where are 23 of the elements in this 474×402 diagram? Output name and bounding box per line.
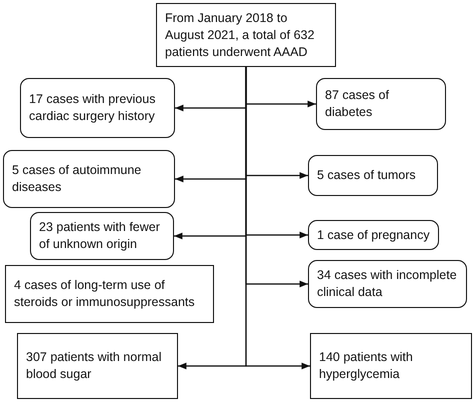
process-box: [308, 220, 439, 250]
box-text: From January 2018 to August 2021, a total of 632 patients underwent AAAD: [165, 10, 316, 60]
box-text: 307 patients with normal blood sugar: [26, 349, 162, 383]
process-box: [17, 333, 178, 399]
process-box: [310, 333, 472, 399]
process-box: [3, 150, 175, 208]
box-text: 5 cases of tumors: [317, 167, 416, 184]
box-text: 87 cases of diabetes: [325, 87, 390, 121]
process-box: [5, 265, 214, 323]
process-box: [156, 3, 336, 67]
process-box: [316, 78, 446, 130]
box-text: 4 cases of long-term use of steroids or immunosuppressants: [14, 277, 196, 311]
process-box: [308, 155, 438, 196]
arrow: [245, 67, 310, 370]
box-text: 34 cases with incomplete clinical data: [317, 267, 458, 301]
process-box: [30, 212, 174, 260]
box-text: 140 patients with hyperglycemia: [319, 349, 414, 383]
box-text: 1 case of pregnancy: [317, 226, 430, 244]
process-box: [20, 78, 175, 138]
box-text: 23 patients with fewer of unknown origin: [39, 219, 161, 253]
process-box: [308, 260, 467, 308]
box-text: 17 cases with previous cardiac surgery history: [29, 91, 156, 125]
box-text: 5 cases of autoimmune diseases: [12, 162, 142, 196]
